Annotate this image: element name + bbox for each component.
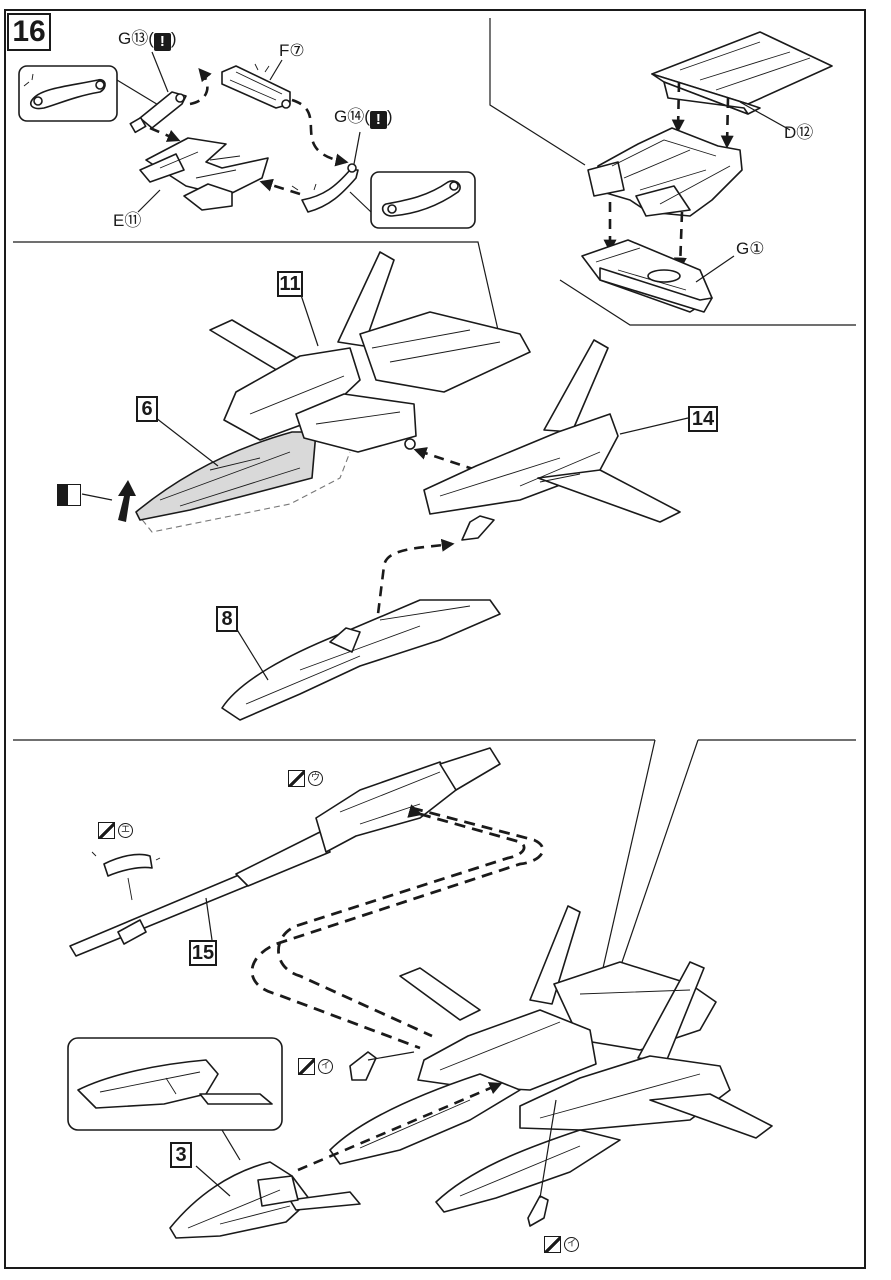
arrow-3-to-final (297, 1082, 503, 1172)
callout-bottom-2 (619, 739, 699, 969)
ghost-outline-6 (135, 451, 351, 533)
arrow-d12-right (720, 97, 734, 149)
push-arrow-icon (118, 480, 136, 522)
sticker-i-bottom: イ (544, 1236, 579, 1253)
part-sticker-i-left (349, 1051, 415, 1081)
assembly-14 (423, 339, 689, 541)
sticker-icon (298, 1058, 315, 1075)
arrow-g13-e11 (149, 126, 181, 142)
arrow-d12-left (671, 81, 685, 133)
sticker-icon (544, 1236, 561, 1253)
part-f7 (221, 59, 291, 109)
label-g13: G⑬(!) (118, 30, 177, 51)
label-g14: G⑭(!) (334, 108, 393, 129)
assembly-final (329, 905, 773, 1213)
subassembly-11-badge: 11 (277, 271, 303, 297)
sticker-e: エ (98, 822, 133, 839)
arrow-8-to-14 (374, 538, 455, 631)
part-g1 (581, 239, 735, 313)
warning-icon: ! (369, 111, 387, 129)
arrow-g13-f7 (189, 68, 212, 106)
part-sticker-e-shape (91, 851, 161, 901)
assembly-frame (587, 127, 743, 217)
part-e11 (137, 137, 269, 213)
label-d12: D⑫ (784, 123, 814, 142)
sticker-e-code: エ (118, 823, 133, 838)
detail-inset-right (349, 171, 476, 229)
part-sticker-i-bottom (527, 1099, 557, 1227)
sticker-u: ウ (288, 770, 323, 787)
arrow-frame-right (673, 211, 687, 271)
part-g14 (291, 131, 361, 213)
arrow-14-to-11 (413, 447, 477, 472)
part-g13 (129, 51, 187, 134)
page-frame (4, 9, 866, 1269)
subassembly-15-badge: 15 (189, 940, 217, 966)
subassembly-6-badge: 6 (136, 396, 158, 422)
sticker-icon (288, 770, 305, 787)
arrow-f7-g14 (291, 98, 349, 167)
sticker-i-left-code: イ (318, 1059, 333, 1074)
subassembly-8-badge: 8 (216, 606, 238, 632)
callout-bottom-1 (602, 739, 656, 969)
sticker-icon (98, 822, 115, 839)
label-g13-close: ) (170, 29, 177, 48)
detail-inset-left (18, 65, 161, 122)
assembly-15 (69, 747, 501, 957)
step-number: 16 (7, 13, 51, 51)
sticker-u-code: ウ (308, 771, 323, 786)
label-f7: F⑦ (279, 41, 305, 60)
part-d12 (651, 31, 833, 131)
assembly-11 (155, 251, 531, 467)
assembly-6 (135, 431, 317, 521)
divider-top (13, 241, 499, 331)
part-icon (57, 484, 81, 506)
detail-inset-bottom (67, 1037, 283, 1161)
label-g13-text: G⑬( (118, 29, 154, 48)
label-g14-text: G⑭( (334, 107, 370, 126)
subassembly-14-badge: 14 (688, 406, 718, 432)
assembly-3 (169, 1161, 361, 1239)
arrow-g14-e11 (259, 178, 301, 196)
subassembly-3-badge: 3 (170, 1142, 192, 1168)
label-g14-close: ) (386, 107, 393, 126)
divider-right (559, 279, 856, 326)
callout-top-right (489, 18, 586, 166)
label-g1: G① (736, 239, 765, 258)
label-e11: E⑪ (113, 211, 142, 230)
warning-icon: ! (153, 33, 171, 51)
arrow-15-route-2 (277, 804, 526, 1038)
sticker-i-bottom-code: イ (564, 1237, 579, 1252)
assembly-8 (221, 599, 501, 721)
sticker-i-left: イ (298, 1058, 333, 1075)
